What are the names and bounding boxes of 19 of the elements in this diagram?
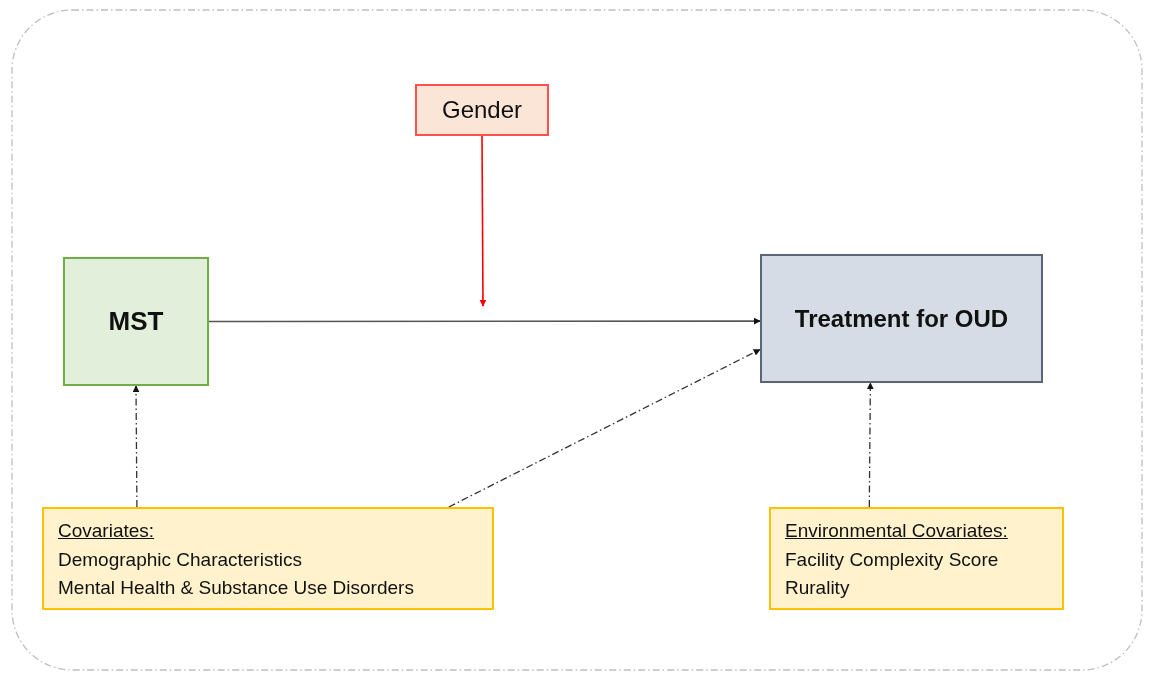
arrow [132,385,140,508]
box-text: MST [108,305,164,338]
box-text: Rurality [785,576,850,600]
arrow [479,135,487,307]
covariates-box [769,507,1064,610]
box-text: Mental Health & Substance Use Disorders [58,576,414,600]
arrow [208,317,761,325]
box-text: Demographic Characteristics [58,547,302,572]
covariates-box [42,507,494,610]
outcome-box [760,254,1043,383]
moderator-box [415,84,549,136]
box-text: Facility Complexity Score [785,547,999,572]
box-text: Gender [441,95,523,125]
box-text: Treatment for OUD [794,303,1009,334]
exposure-box [63,257,209,386]
arrow [448,348,761,508]
arrow [866,382,874,508]
box-heading: Covariates: [58,519,155,543]
box-heading: Environmental Covariates: [785,519,1008,543]
